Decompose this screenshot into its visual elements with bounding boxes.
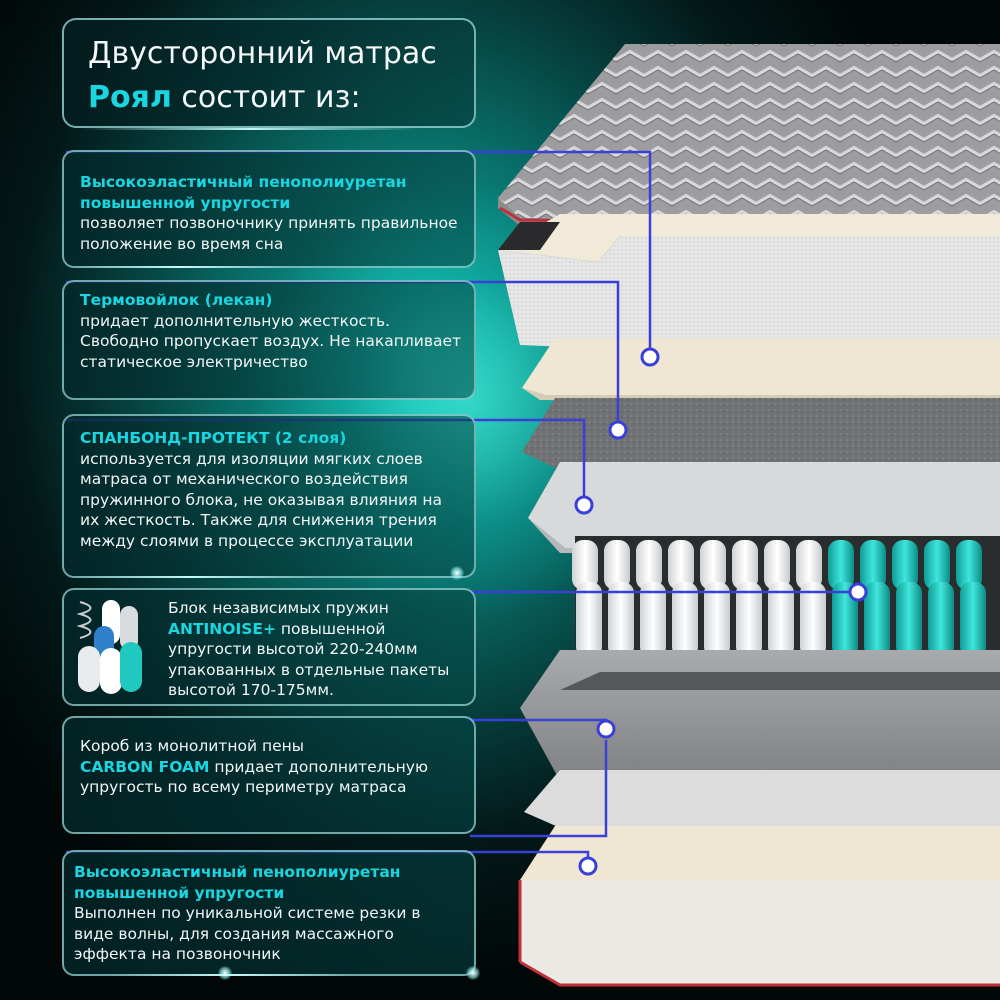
pocket-spring [736,582,762,658]
title-line-2: Роял состоит из: [88,80,361,115]
panel-2-text: придает дополнительную жесткость. Свобод… [80,311,462,371]
pocket-spring [928,582,954,658]
pocket-spring [572,540,598,590]
panel-1-text: позволяет позвоночнику принять правильно… [80,214,458,253]
panel-4-text-after: повышенной упругости высотой 220-240мм у… [168,619,450,700]
pocket-spring [636,540,662,590]
pocket-spring [576,582,602,658]
top-foam-layer [498,214,1000,350]
title-panel: Двусторонний матрас Роял состоит из: [62,18,476,128]
flare-dot [466,966,480,980]
pocket-spring [796,540,822,590]
panel-5-text-after: придает дополнительную упругость по всем… [80,757,429,797]
panel-hr-foam-top: Высокоэластичный пенополиуретан повышенн… [62,150,476,268]
pocket-spring [768,582,794,658]
panel-6-text: Выполнен по уникальной системе резки в в… [74,904,421,963]
panel-3-text: используется для изоляции мягких слоев м… [80,449,442,550]
felt-layer [522,398,1000,470]
wave-foam-layer [518,826,1000,987]
panel-5-title: CARBON FOAM [80,757,210,776]
pocket-spring [672,582,698,658]
panel-spunbond: СПАНБОНД-ПРОТЕКТ (2 слоя) используется д… [62,414,476,578]
panel-hr-foam-wave: Высокоэластичный пенополиуретан повышенн… [62,850,476,976]
pocket-spring [704,582,730,658]
top-quilted-cover [498,44,1000,230]
pocket-spring [924,540,950,590]
title-line-1: Двусторонний матрас [88,36,437,71]
title-rest: состоит из: [171,80,361,115]
spunbond-layer [528,462,1000,548]
pocket-spring [832,582,858,658]
panel-6-title: Высокоэластичный пенополиуретан повышенн… [74,863,401,902]
carbon-foam-box [520,650,1000,790]
pocket-spring [700,540,726,590]
flare [70,576,310,578]
pocket-spring [892,540,918,590]
flare-dot [218,966,232,980]
connector-dots [574,347,868,876]
thermovoilok-layer [522,338,1000,395]
pocket-spring [640,582,666,658]
pocket-spring [604,540,630,590]
pocket-spring [732,540,758,590]
pocket-spring [800,582,826,658]
pocket-spring [608,582,634,658]
panel-5-text-before: Короб из монолитной пены [80,737,305,755]
panel-1-title: Высокоэластичный пенополиуретан повышенн… [80,173,407,212]
pocket-spring [668,540,694,590]
flare-dot [450,566,464,580]
flare [70,266,290,268]
panel-thermovoilok: Термовойлок (лекан) придает дополнительн… [62,280,476,400]
title-flare [80,128,420,130]
pocket-springs-icon [76,600,142,694]
pocket-spring [764,540,790,590]
pocket-spring [860,540,886,590]
pocket-spring [896,582,922,658]
panel-carbon-foam: Короб из монолитной пены CARBON FOAM при… [62,716,476,834]
panel-2-title: Термовойлок (лекан) [80,291,273,309]
panel-3-title: СПАНБОНД-ПРОТЕКТ (2 слоя) [80,429,347,447]
spring-block [572,536,1000,662]
pocket-spring [828,540,854,590]
panel-4-title: ANTINOISE+ [168,619,276,638]
brand-name: Роял [88,80,172,115]
pocket-spring [864,582,890,658]
pocket-spring [960,582,986,658]
lower-spunbond-layer [524,770,1000,830]
pocket-spring [956,540,982,590]
panel-4-text-before: Блок независимых пружин [168,599,389,617]
